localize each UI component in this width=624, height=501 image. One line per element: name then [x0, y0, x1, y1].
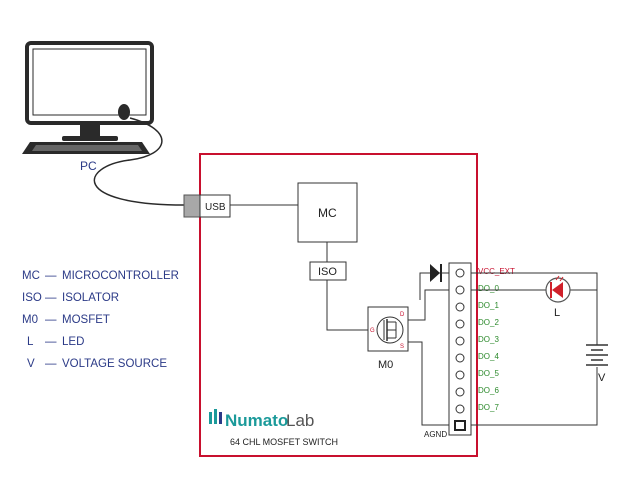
- terminal-do-4: DO_4: [478, 352, 499, 361]
- agnd-label: AGND: [424, 430, 447, 439]
- terminal-do-7: DO_7: [478, 403, 499, 412]
- brand-name-part2: Lab: [286, 411, 314, 430]
- legend-abbr: V: [27, 358, 35, 370]
- numato-lab-logo: Numato Lab: [209, 409, 314, 430]
- mouse-icon: [118, 104, 130, 120]
- legend-meaning: MOSFET: [62, 314, 110, 326]
- terminal-block: [448, 262, 472, 436]
- brand-name-part1: Numato: [225, 411, 288, 430]
- iso-label: ISO: [318, 266, 337, 278]
- mc-label: MC: [318, 206, 337, 220]
- terminal-do-0: DO_0: [478, 284, 499, 293]
- terminal-vcc-ext: VCC_EXT: [478, 267, 515, 276]
- keyboard-icon: [22, 142, 150, 154]
- legend-dash: —: [45, 292, 57, 304]
- mosfet-pin-source: S: [400, 344, 404, 350]
- led-icon: [545, 275, 571, 303]
- mosfet-pin-drain: D: [400, 312, 405, 318]
- legend-meaning: VOLTAGE SOURCE: [62, 358, 167, 370]
- terminal-do-6: DO_6: [478, 386, 499, 395]
- legend-abbr: L: [27, 336, 34, 348]
- legend-abbr: ISO: [22, 292, 42, 304]
- legend-meaning: MICROCONTROLLER: [62, 270, 179, 282]
- terminal-do-1: DO_1: [478, 301, 499, 310]
- legend-dash: —: [45, 336, 57, 348]
- usb-cable: [93, 117, 185, 206]
- desktop-computer-icon: [25, 41, 154, 141]
- legend: MC — MICROCONTROLLER ISO — ISOLATOR M0 —…: [22, 270, 179, 370]
- led-label: L: [554, 307, 560, 319]
- battery-icon: [586, 344, 608, 366]
- terminal-do-5: DO_5: [478, 369, 499, 378]
- product-name: 64 CHL MOSFET SWITCH: [230, 437, 338, 447]
- legend-meaning: ISOLATOR: [62, 292, 119, 304]
- voltage-label: V: [598, 372, 606, 384]
- legend-dash: —: [45, 270, 57, 282]
- mosfet-pin-gate: G: [370, 328, 375, 334]
- legend-abbr: M0: [22, 314, 38, 326]
- board-outline: [199, 153, 478, 457]
- usb-connector: [183, 194, 231, 218]
- pc-label: PC: [80, 159, 97, 173]
- mosfet-icon: [367, 306, 409, 352]
- legend-abbr: MC: [22, 270, 40, 282]
- legend-dash: —: [45, 358, 57, 370]
- legend-meaning: LED: [62, 336, 84, 348]
- mosfet-label: M0: [378, 359, 393, 371]
- terminal-do-2: DO_2: [478, 318, 499, 327]
- usb-label: USB: [205, 202, 226, 213]
- legend-dash: —: [45, 314, 57, 326]
- isolator-box: [309, 261, 347, 281]
- terminal-do-3: DO_3: [478, 335, 499, 344]
